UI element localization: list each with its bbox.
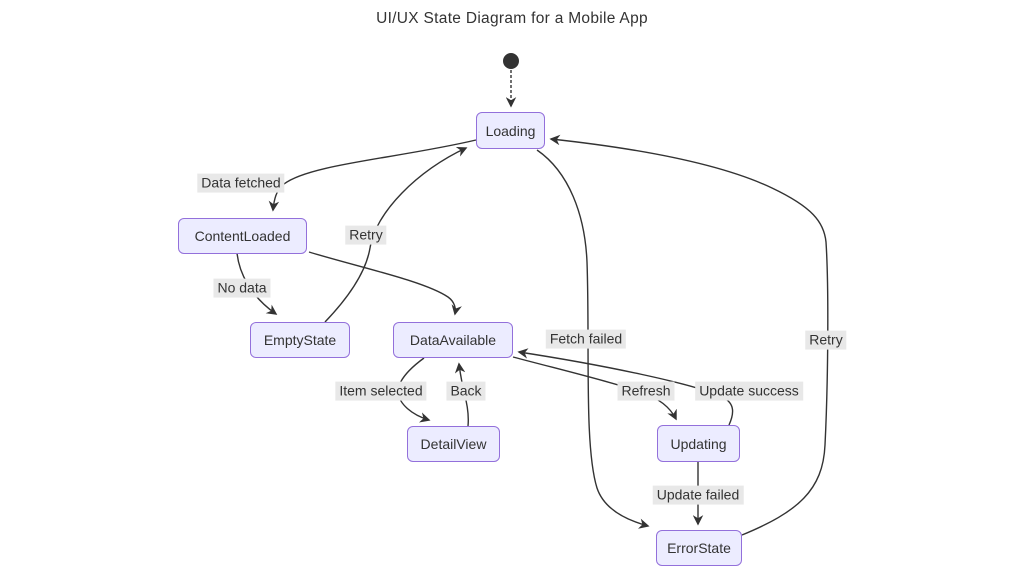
edge-label-no-data: No data: [213, 278, 271, 298]
edge-label-retry-from-errorstate: Retry: [805, 330, 847, 350]
state-emptystate: EmptyState: [250, 322, 350, 358]
state-detailview: DetailView: [407, 426, 500, 462]
diagram-title: UI/UX State Diagram for a Mobile App: [376, 10, 648, 27]
edge-label-back: Back: [446, 381, 486, 401]
edge-label-retry-from-emptystate: Retry: [345, 225, 387, 245]
state-updating: Updating: [657, 425, 740, 462]
edge-errorstate-to-loading: [549, 134, 829, 536]
edge-label-item-selected: Item selected: [335, 381, 427, 401]
edge-loading-to-contentloaded: [268, 139, 477, 212]
state-errorstate: ErrorState: [656, 530, 742, 566]
state-loading: Loading: [476, 112, 545, 149]
edge-contentloaded-to-dataavailable: [308, 251, 462, 316]
edge-label-update-failed: Update failed: [652, 485, 744, 505]
edge-label-data-fetched: Data fetched: [197, 173, 285, 193]
state-dataavailable: DataAvailable: [393, 322, 513, 358]
initial-state-dot: [503, 53, 519, 69]
edge-label-fetch-failed: Fetch failed: [545, 329, 627, 349]
state-contentloaded: ContentLoaded: [178, 218, 307, 254]
edge-label-refresh: Refresh: [617, 381, 675, 401]
edge-label-update-success: Update success: [695, 381, 803, 401]
edge-loading-to-errorstate: [536, 149, 650, 529]
